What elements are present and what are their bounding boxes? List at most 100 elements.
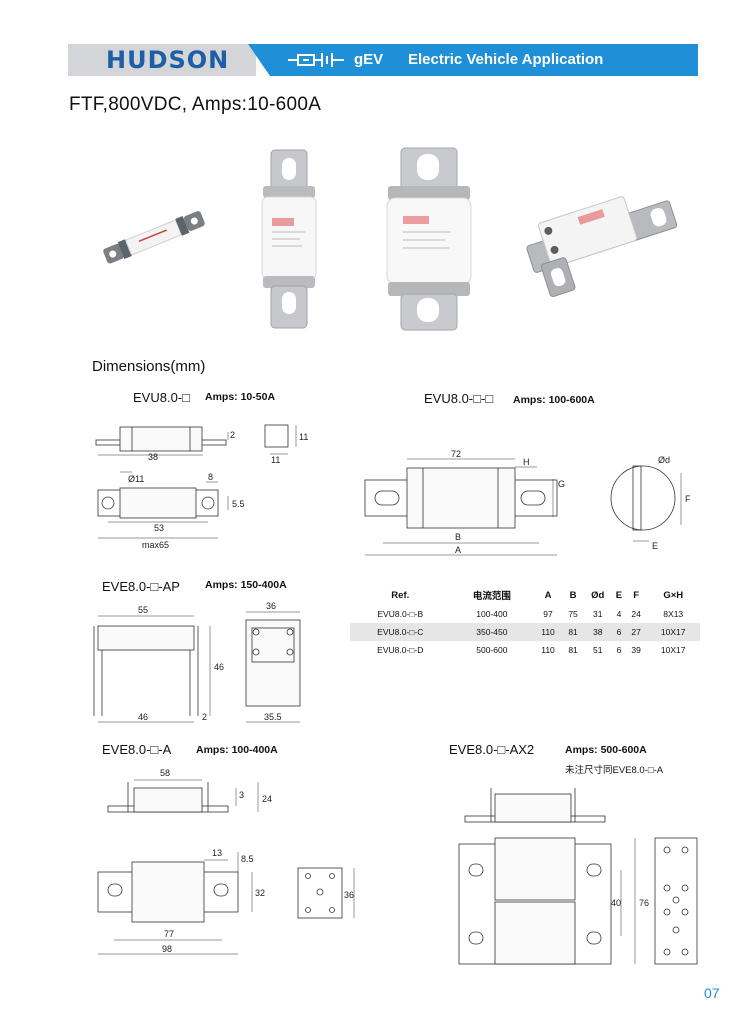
- col-gxh: G×H: [663, 589, 684, 601]
- evu-small-dim-max65: max65: [142, 540, 169, 550]
- fuse-symbol-icon: [288, 53, 344, 67]
- evu-large-dim-72: 72: [451, 449, 461, 459]
- eve-a-dim-85: 8.5: [241, 854, 254, 864]
- cell: 81: [568, 645, 578, 655]
- eve-a-dim-13: 13: [212, 848, 222, 858]
- eve-a-amps: Amps: 100-400A: [196, 744, 278, 756]
- evu-large-drawing: 72 H G B A Ød F E: [364, 449, 691, 556]
- small-fuse-photo: [103, 211, 205, 264]
- eve-a-dim-32: 32: [255, 888, 265, 898]
- evu-large-dim-B: B: [455, 532, 461, 542]
- cell: 6: [616, 645, 622, 655]
- bolted-fuse-photo: [526, 196, 678, 298]
- evu-large-dim-H: H: [523, 457, 530, 467]
- cell: EVU8.0-□-C: [350, 623, 451, 641]
- table-header-row: Ref. 电流范围 A B Ød E F G×H: [350, 585, 700, 605]
- eve-a-dim-36: 36: [344, 890, 354, 900]
- evu-large-model: EVU8.0-□-□: [424, 391, 494, 406]
- evu-small-dim-38: 38: [148, 452, 158, 462]
- eve-ap-model: EVE8.0-□-AP: [102, 579, 180, 594]
- cell: 4: [616, 609, 622, 619]
- evu-small-dim-2: 2: [230, 430, 235, 440]
- col-b: B: [569, 589, 577, 601]
- cell: 31: [592, 609, 603, 619]
- eve-a-dim-77: 77: [164, 929, 174, 939]
- category-label: gEV: [354, 51, 384, 68]
- eve-a-dim-24: 24: [262, 794, 272, 804]
- eve-a-dim-3: 3: [239, 790, 244, 800]
- table-row: EVU8.0-□-C 350-450 110 81 38 6 27 10X17: [350, 623, 700, 641]
- cell: 6: [612, 623, 626, 641]
- eve-ap-dim-55: 55: [138, 605, 148, 615]
- application-label: Electric Vehicle Application: [408, 51, 604, 68]
- page-number: 07: [704, 985, 720, 1001]
- table-row: EVU8.0-□-B 100-400 97 75 31 4 24 8X13: [350, 605, 700, 623]
- eve-ap-dim-2: 2: [202, 712, 207, 722]
- evu-large-dim-G: G: [558, 479, 565, 489]
- col-e: E: [615, 589, 623, 601]
- header-band: gEV Electric Vehicle Application: [248, 44, 698, 76]
- eve-ap-drawing: 55 36 46 46 2 35.5: [93, 601, 301, 723]
- cell: 27: [625, 623, 647, 641]
- evu-small-amps: Amps: 10-50A: [205, 391, 276, 403]
- cell: EVU8.0-□-D: [377, 645, 424, 655]
- eve-ap-dim-46b: 46: [138, 712, 148, 722]
- cell: 81: [562, 623, 584, 641]
- cell: 110: [533, 623, 563, 641]
- cell: 110: [541, 645, 555, 655]
- cell: 75: [568, 609, 578, 619]
- cell: EVU8.0-□-B: [377, 609, 424, 619]
- eve-a-dim-58: 58: [160, 768, 170, 778]
- evu-small-dim-55: 5.5: [232, 499, 245, 509]
- evu-small-dim-11a: 11: [299, 432, 308, 442]
- cell: 8X13: [663, 609, 684, 619]
- eve-ax2-dim-76: 76: [639, 898, 649, 908]
- evu-small-dim-phi11: Ø11: [128, 474, 144, 484]
- cell: 97: [543, 609, 553, 619]
- page-title: FTF,800VDC, Amps:10-600A: [69, 94, 322, 115]
- eve-ax2-drawing: 40 76: [458, 788, 698, 965]
- cell: 500-600: [476, 645, 508, 655]
- dimensions-heading: Dimensions(mm): [92, 358, 206, 375]
- evu-large-amps: Amps: 100-600A: [513, 394, 595, 406]
- cell: 38: [583, 623, 613, 641]
- logo-box: HUDSON: [68, 44, 256, 76]
- col-d: Ød: [591, 589, 605, 601]
- eve-a-model: EVE8.0-□-A: [102, 742, 172, 757]
- cell: 10X17: [646, 623, 700, 641]
- evu-small-dim-53: 53: [154, 523, 164, 533]
- cell: 100-400: [476, 609, 508, 619]
- eve-ax2-note: 未注尺寸同EVE8.0-□-A: [565, 765, 664, 776]
- table-row: EVU8.0-□-D 500-600 110 81 51 6 39 10X17: [350, 641, 700, 659]
- medium-fuse-photo: [261, 149, 317, 329]
- eve-ap-dim-46a: 46: [214, 662, 224, 672]
- cell: 39: [631, 645, 641, 655]
- cell: 350-450: [450, 623, 534, 641]
- dimensions-table: Ref. 电流范围 A B Ød E F G×H EVU8.0-□-B 100-…: [350, 585, 700, 659]
- evu-small-dim-8: 8: [208, 472, 213, 482]
- evu-small-drawing: 38 2 11 11 Ø11 8 5.5 53 max65: [95, 424, 308, 550]
- col-ref: Ref.: [391, 589, 410, 601]
- eve-ax2-model: EVE8.0-□-AX2: [449, 742, 535, 757]
- cell: 24: [631, 609, 641, 619]
- evu-small-model: EVU8.0-□: [133, 390, 190, 405]
- large-fuse-photo: [386, 147, 472, 331]
- brand-logo: HUDSON: [106, 46, 230, 74]
- col-current-range: 电流范围: [472, 591, 511, 602]
- cell: 10X17: [660, 645, 686, 655]
- eve-ap-dim-36: 36: [266, 601, 276, 611]
- evu-large-dim-phid: Ød: [658, 455, 670, 465]
- evu-large-dim-A: A: [455, 545, 461, 555]
- cell: 51: [592, 645, 603, 655]
- evu-small-dim-11b: 11: [271, 455, 280, 465]
- eve-ax2-dim-40: 40: [611, 898, 621, 908]
- eve-a-dim-98: 98: [162, 944, 172, 954]
- eve-ap-dim-355: 35.5: [264, 712, 282, 722]
- col-a: A: [544, 589, 552, 601]
- col-f: F: [633, 589, 640, 601]
- evu-large-dim-E: E: [652, 541, 658, 551]
- eve-ap-amps: Amps: 150-400A: [205, 579, 287, 591]
- evu-large-dim-F: F: [685, 494, 691, 504]
- product-photos: [103, 147, 678, 331]
- header-banner: HUDSON gEV Electric Vehicle Application: [68, 44, 698, 76]
